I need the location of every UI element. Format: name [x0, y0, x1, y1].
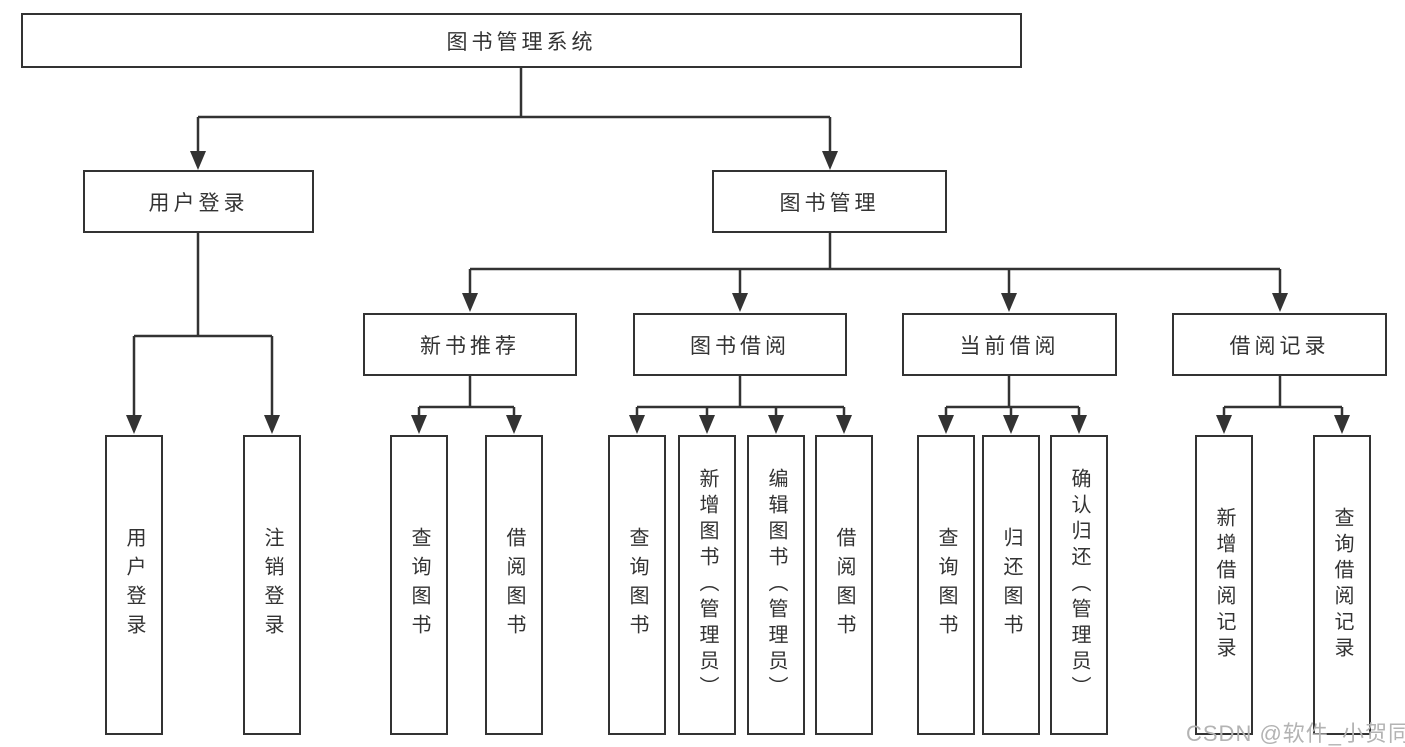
node-edit-book-admin: 编辑图书（管理员） [747, 435, 805, 735]
node-return-book: 归还图书 [982, 435, 1040, 735]
node-borrowing-records: 借阅记录 [1172, 313, 1387, 376]
node-confirm-return-admin: 确认归还（管理员） [1050, 435, 1108, 735]
node-user-login: 用户登录 [83, 170, 314, 233]
node-add-book-admin: 新增图书（管理员） [678, 435, 736, 735]
node-add-borrow-record: 新增借阅记录 [1195, 435, 1253, 735]
node-book-management: 图书管理 [712, 170, 947, 233]
node-borrow-books-leaf: 借阅图书 [815, 435, 873, 735]
node-query-books-borrowing: 查询图书 [608, 435, 666, 735]
node-query-borrow-record: 查询借阅记录 [1313, 435, 1371, 735]
node-logout-leaf: 注销登录 [243, 435, 301, 735]
node-borrow-books-recommend: 借阅图书 [485, 435, 543, 735]
node-query-books-current: 查询图书 [917, 435, 975, 735]
csdn-watermark: CSDN @软件_小贺同学 [1186, 721, 1405, 746]
node-query-books-recommend: 查询图书 [390, 435, 448, 735]
node-new-book-recommend: 新书推荐 [363, 313, 577, 376]
node-current-borrowing: 当前借阅 [902, 313, 1117, 376]
node-library-management-system: 图书管理系统 [21, 13, 1022, 68]
node-book-borrowing: 图书借阅 [633, 313, 847, 376]
node-user-login-leaf: 用户登录 [105, 435, 163, 735]
